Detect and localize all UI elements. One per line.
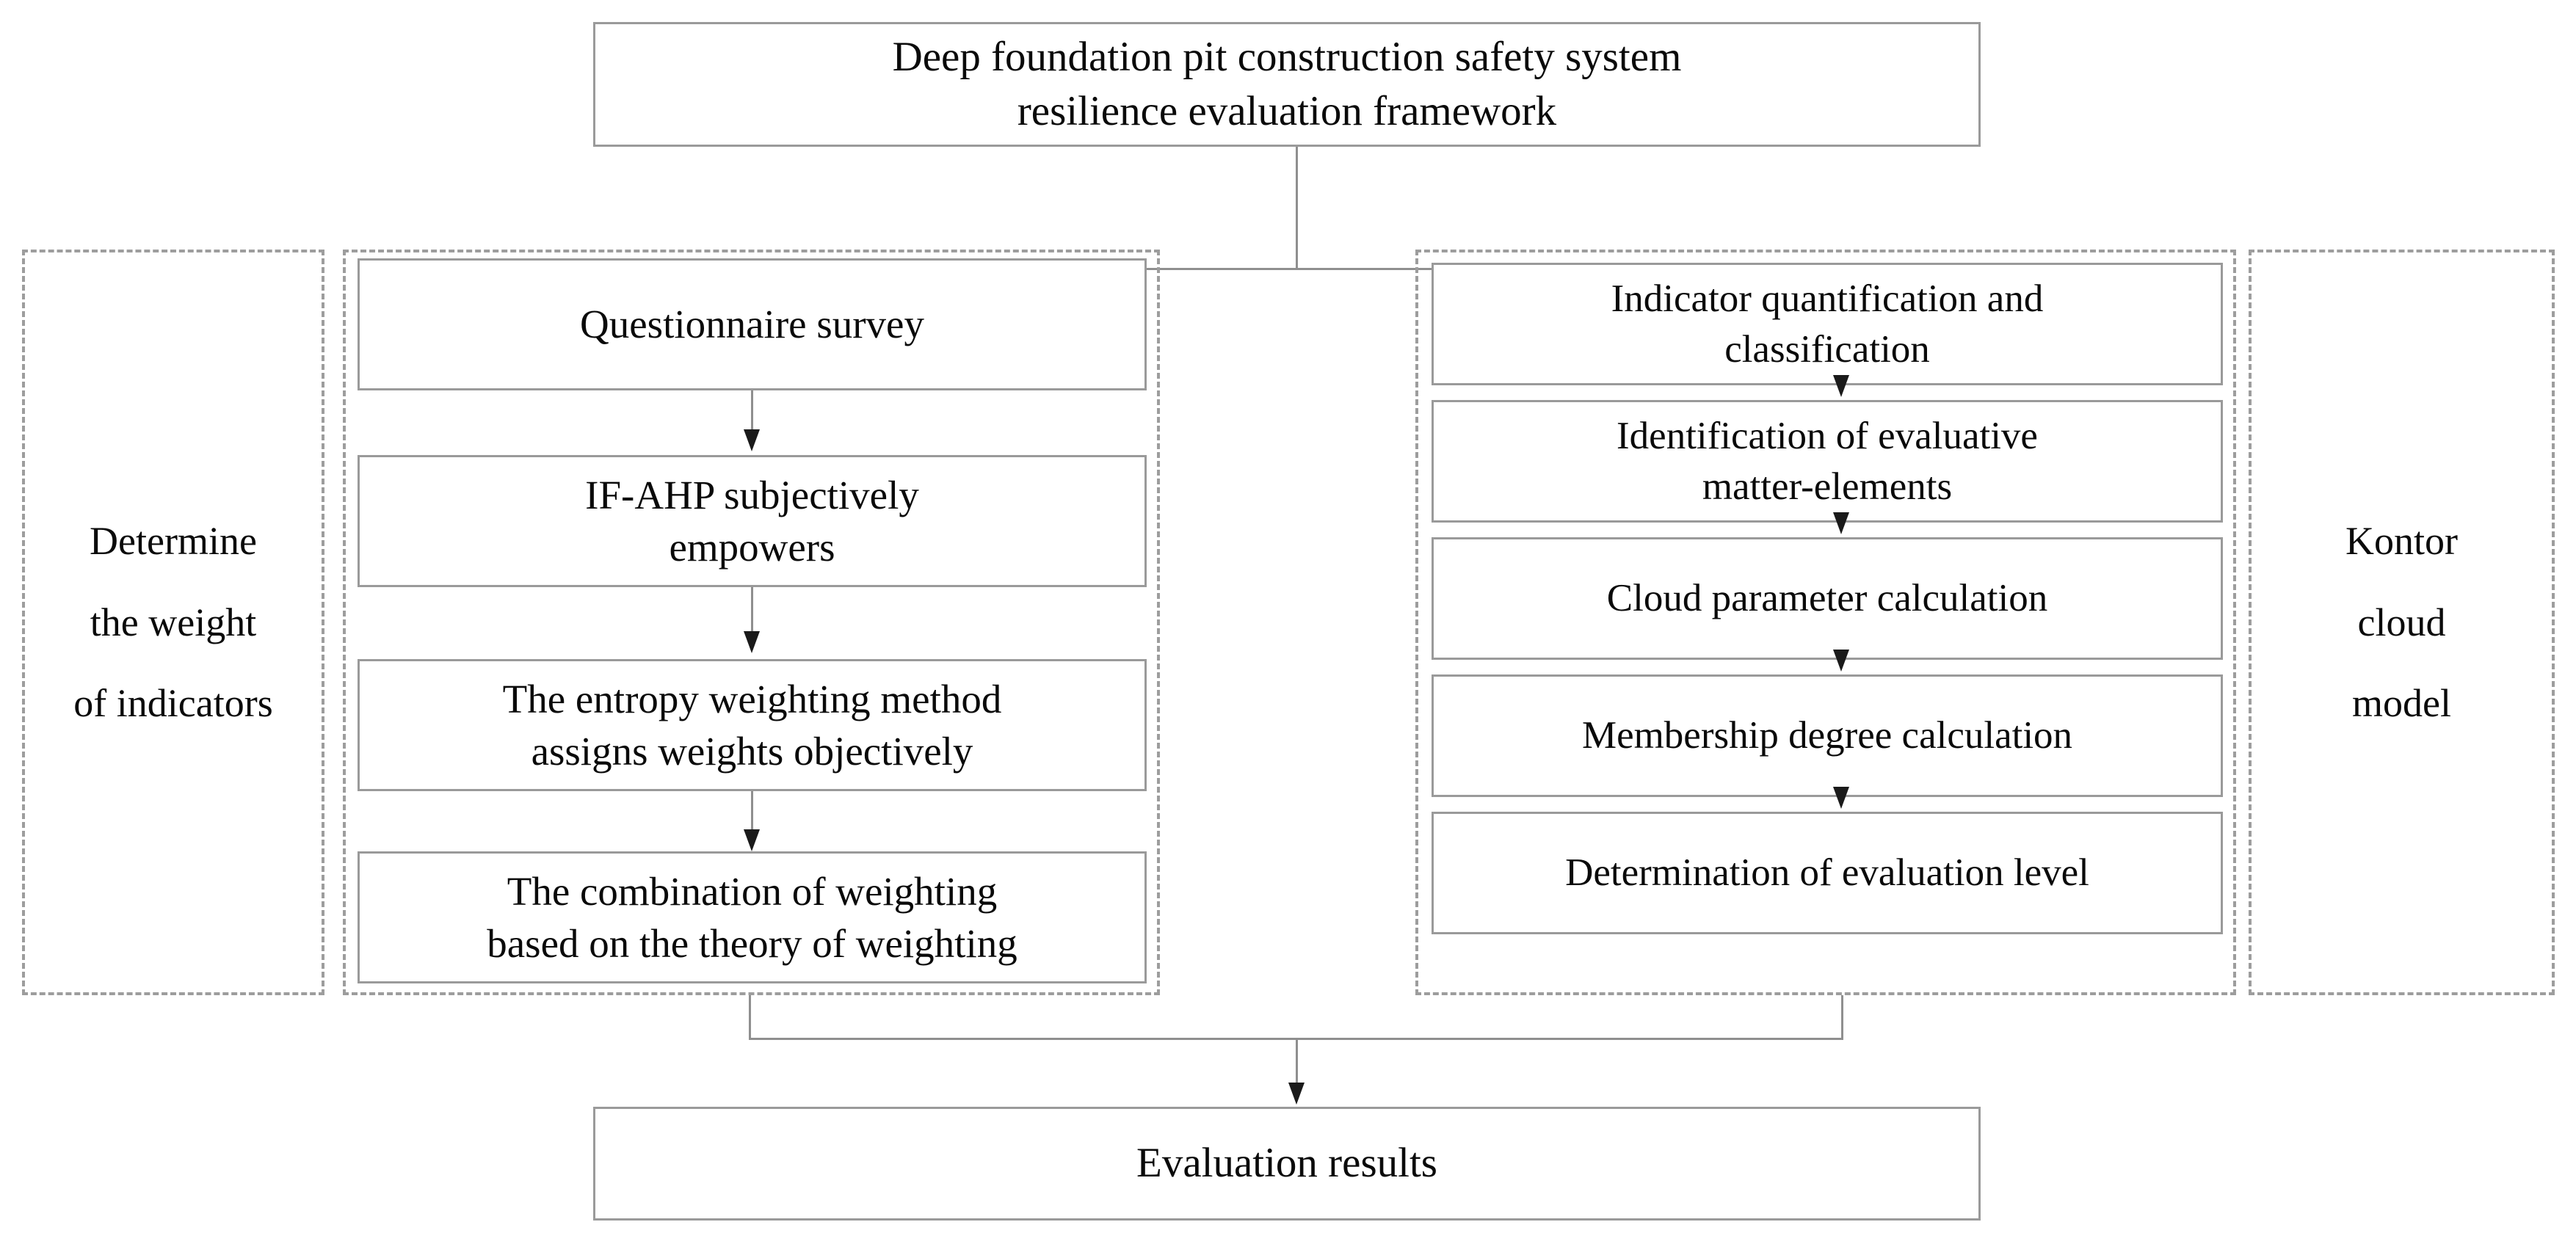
- node-indicator-quantification[interactable]: Indicator quantification and classificat…: [1432, 263, 2223, 385]
- group-cloud-label: [2249, 250, 2555, 995]
- node-cloud-parameter-calculation-label: Cloud parameter calculation: [1606, 577, 2048, 620]
- node-if-ahp-subjective-label: IF-AHP subjectively empowers: [585, 472, 919, 570]
- node-if-ahp-subjective[interactable]: IF-AHP subjectively empowers: [358, 455, 1147, 587]
- node-matter-element-identification-label: Identification of evaluative matter-elem…: [1617, 414, 2038, 508]
- group-weight-label: [22, 250, 324, 995]
- connector-merge-to-result: [1296, 1038, 1298, 1088]
- node-matter-element-identification[interactable]: Identification of evaluative matter-elem…: [1432, 400, 2223, 523]
- group-cloud-process: [1415, 250, 2236, 995]
- connector-right-merge-stem: [1841, 995, 1843, 1039]
- node-cloud-parameter-calculation[interactable]: Cloud parameter calculation: [1432, 537, 2223, 660]
- arrowhead-left-3-4: [744, 829, 760, 851]
- node-evaluation-results[interactable]: Evaluation results: [593, 1107, 1981, 1221]
- node-evaluation-results-label: Evaluation results: [1136, 1140, 1437, 1187]
- node-combination-weighting-label: The combination of weighting based on th…: [487, 868, 1017, 967]
- node-evaluation-level-determination[interactable]: Determination of evaluation level: [1432, 812, 2223, 934]
- arrowhead-right-1-2: [1833, 375, 1849, 397]
- arrowhead-right-4-5: [1833, 787, 1849, 809]
- node-entropy-weighting[interactable]: The entropy weighting method assigns wei…: [358, 659, 1147, 791]
- connector-left-1-2: [751, 390, 753, 432]
- arrowhead-left-1-2: [744, 429, 760, 451]
- node-indicator-quantification-label: Indicator quantification and classificat…: [1611, 277, 2044, 371]
- node-title[interactable]: Deep foundation pit construction safety …: [593, 22, 1981, 147]
- node-combination-weighting[interactable]: The combination of weighting based on th…: [358, 851, 1147, 983]
- node-entropy-weighting-label: The entropy weighting method assigns wei…: [502, 676, 1002, 774]
- group-weight-process: [343, 250, 1160, 995]
- node-membership-degree-calculation-label: Membership degree calculation: [1581, 714, 2073, 757]
- connector-left-3-4: [751, 791, 753, 834]
- connector-left-merge-stem: [749, 995, 751, 1039]
- node-membership-degree-calculation[interactable]: Membership degree calculation: [1432, 674, 2223, 797]
- arrowhead-left-2-3: [744, 631, 760, 653]
- node-questionnaire-survey[interactable]: Questionnaire survey: [358, 258, 1147, 390]
- node-evaluation-level-determination-label: Determination of evaluation level: [1565, 851, 2089, 895]
- connector-title-stem: [1296, 147, 1298, 268]
- arrowhead-merge-to-result: [1288, 1083, 1305, 1105]
- connector-title-bus: [749, 268, 1843, 270]
- arrowhead-right-2-3: [1833, 512, 1849, 534]
- connector-left-2-3: [751, 587, 753, 631]
- node-questionnaire-survey-label: Questionnaire survey: [580, 302, 924, 347]
- node-title-label: Deep foundation pit construction safety …: [892, 33, 1682, 134]
- arrowhead-right-3-4: [1833, 650, 1849, 672]
